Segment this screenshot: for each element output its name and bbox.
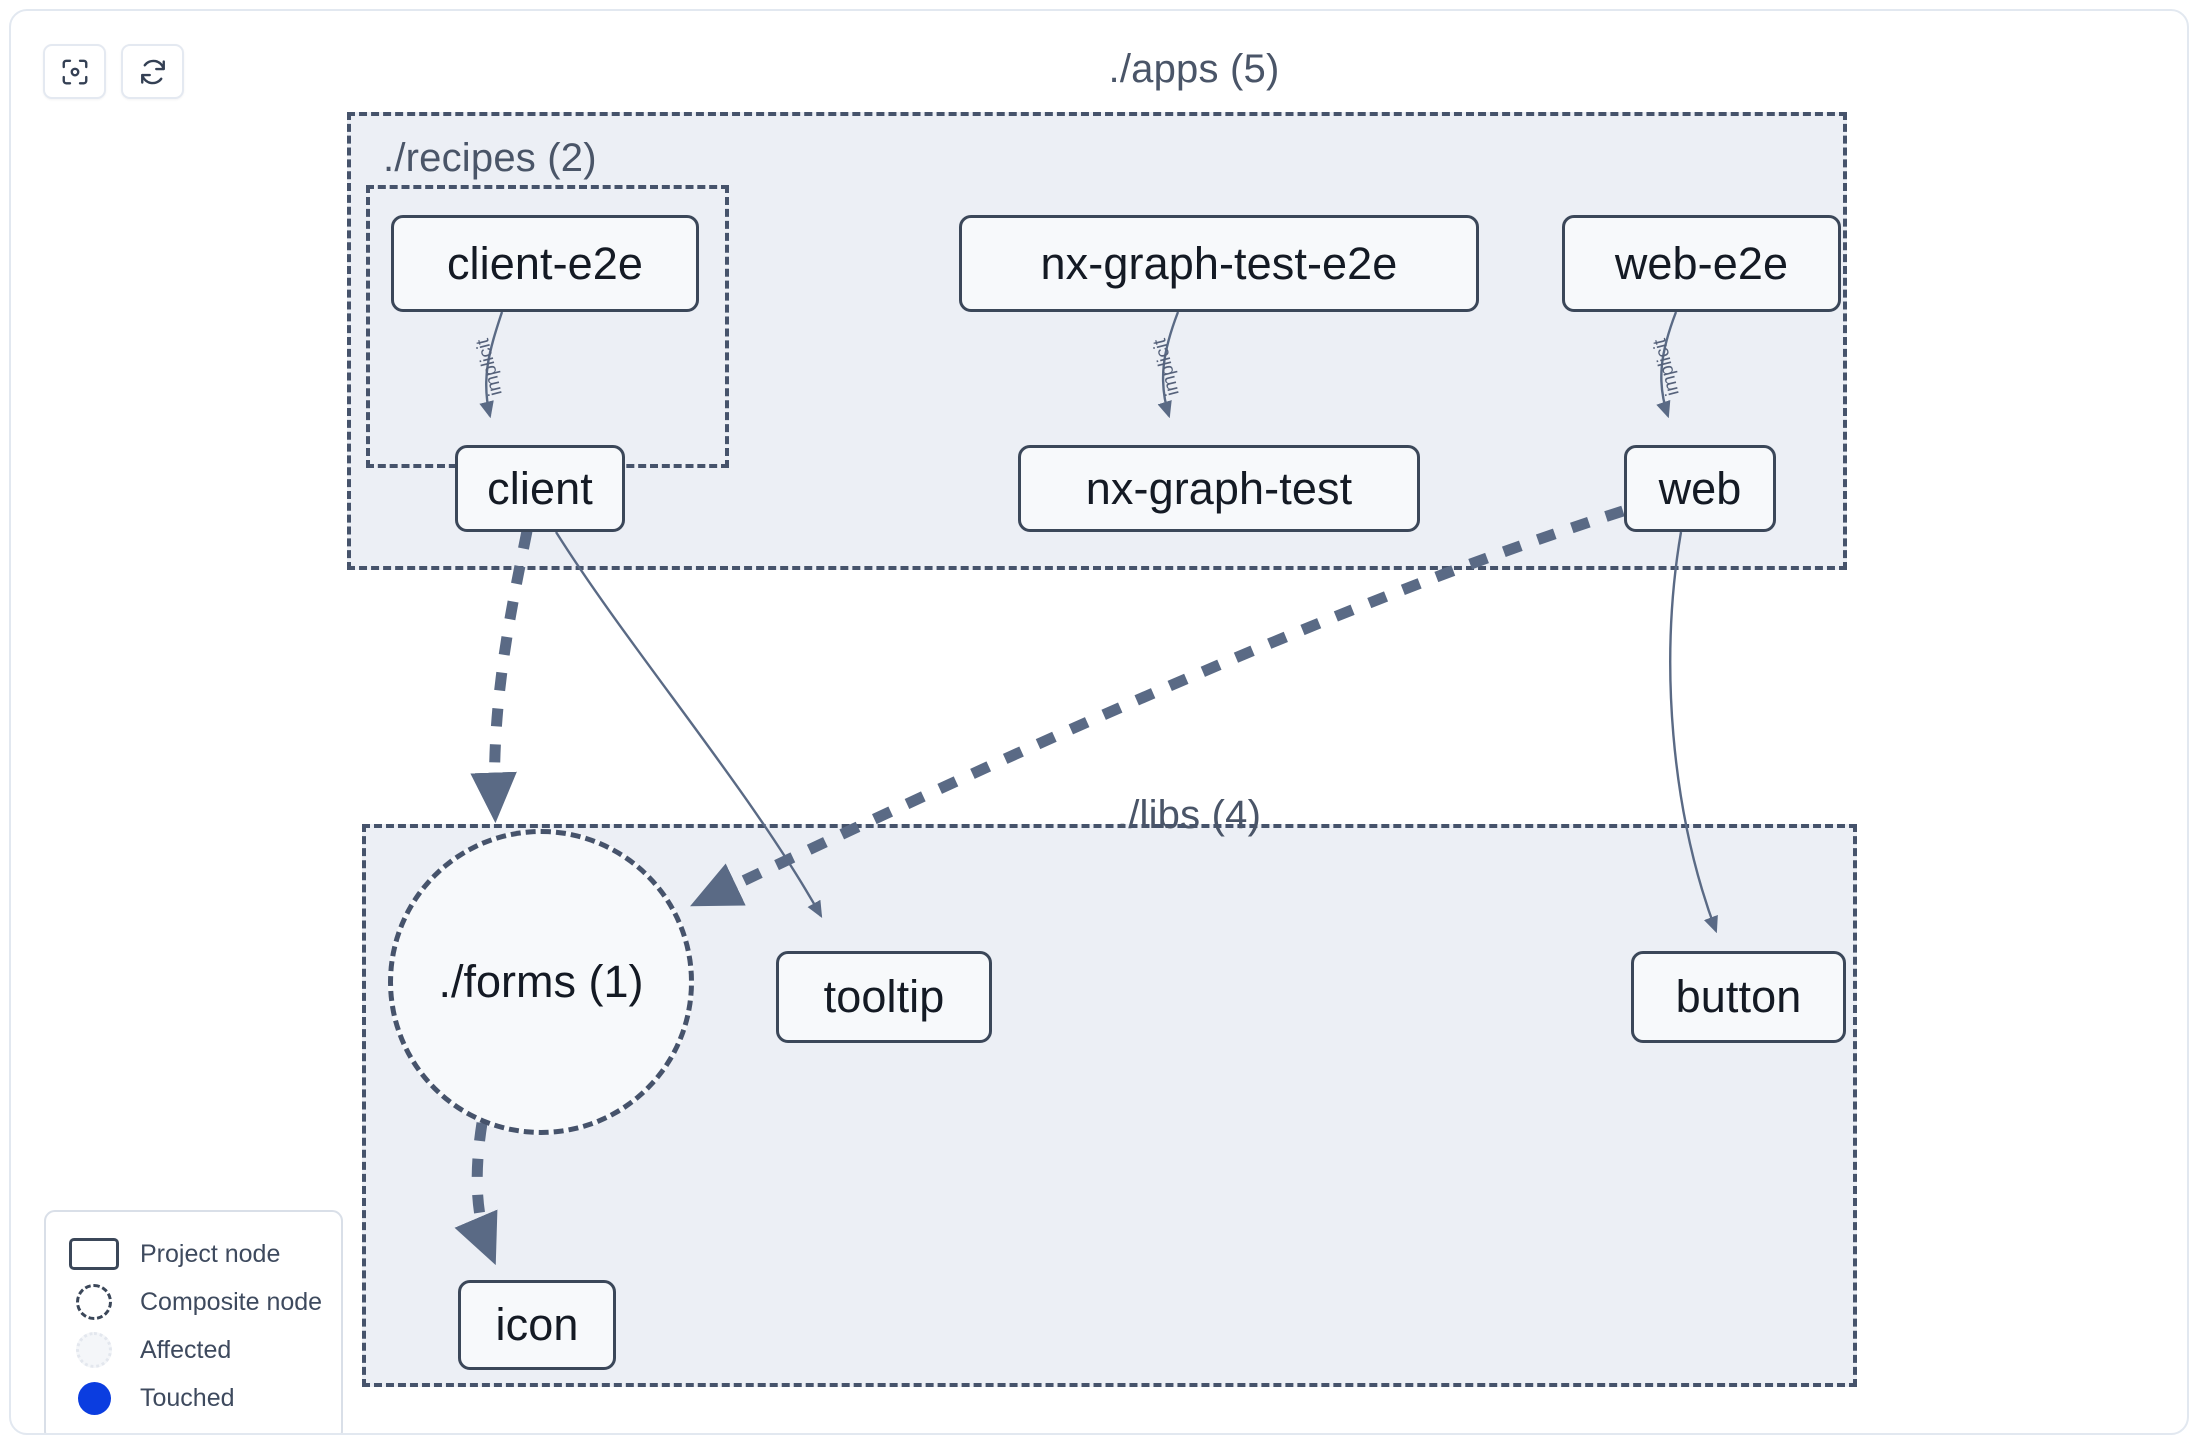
focus-graph-button[interactable]	[43, 44, 106, 99]
viewfinder-icon	[62, 59, 87, 84]
composite-node-swatch	[68, 1284, 120, 1320]
graph-legend: Project node Composite node Affected Tou…	[44, 1210, 343, 1433]
graph-toolbar	[43, 44, 184, 99]
graph-canvas[interactable]: ./apps (5) ./recipes (2) ./libs (4) clie…	[9, 9, 2189, 1435]
node-web-e2e[interactable]: web-e2e	[1562, 215, 1841, 312]
legend-item-composite-node: Composite node	[68, 1278, 323, 1326]
node-web[interactable]: web	[1624, 445, 1776, 532]
node-client[interactable]: client	[455, 445, 625, 532]
legend-label-composite-node: Composite node	[140, 1287, 323, 1316]
node-nx-graph-test[interactable]: nx-graph-test	[1018, 445, 1420, 532]
legend-item-affected: Affected	[68, 1326, 321, 1374]
group-label-apps: ./apps (5)	[1108, 47, 1280, 91]
refresh-graph-button[interactable]	[121, 44, 184, 99]
node-button[interactable]: button	[1631, 951, 1846, 1043]
legend-label-project-node: Project node	[140, 1239, 281, 1268]
legend-item-touched: Touched	[68, 1374, 321, 1422]
project-node-swatch	[68, 1238, 120, 1270]
node-forms-composite[interactable]: ./forms (1)	[388, 829, 694, 1135]
node-icon[interactable]: icon	[458, 1280, 616, 1370]
node-tooltip[interactable]: tooltip	[776, 951, 992, 1043]
node-client-e2e[interactable]: client-e2e	[391, 215, 699, 312]
node-nx-graph-test-e2e[interactable]: nx-graph-test-e2e	[959, 215, 1479, 312]
touched-swatch	[68, 1381, 120, 1415]
edge-client-to-forms	[470, 529, 533, 824]
refresh-icon	[140, 59, 165, 84]
legend-label-affected: Affected	[140, 1335, 232, 1364]
legend-item-project-node: Project node	[68, 1230, 321, 1278]
affected-swatch	[68, 1332, 120, 1368]
group-label-recipes: ./recipes (2)	[383, 136, 597, 180]
legend-label-touched: Touched	[140, 1383, 235, 1412]
group-label-libs: ./libs (4)	[1116, 793, 1262, 837]
